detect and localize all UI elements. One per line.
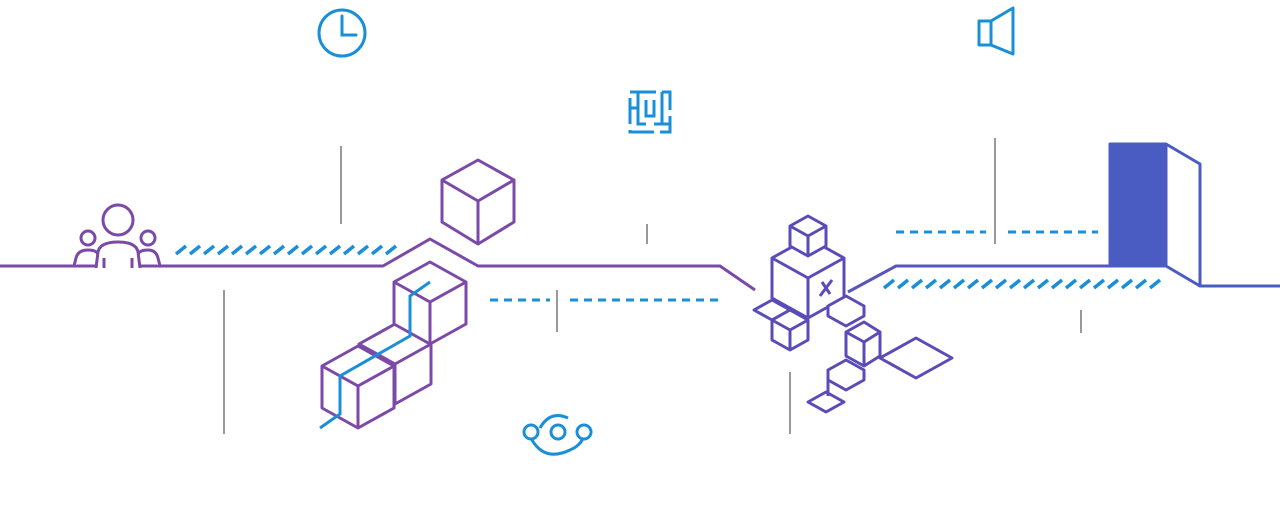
door-panel xyxy=(1164,142,1202,288)
baseline-path xyxy=(0,237,1280,294)
maze-icon[interactable] xyxy=(628,90,672,134)
door-icon[interactable] xyxy=(1108,142,1202,288)
vertical-guides xyxy=(223,138,1082,434)
hatch-stripe-left xyxy=(174,244,398,256)
connections-icon[interactable] xyxy=(522,414,593,456)
cube-icon xyxy=(440,158,516,246)
cube-stack-line xyxy=(319,280,431,430)
hatch-stripe-right xyxy=(882,278,1162,290)
baseline-segment-left xyxy=(0,237,756,292)
baseline-segment-right xyxy=(847,264,1110,294)
door-frame xyxy=(1108,142,1168,268)
robot-icon xyxy=(752,214,954,414)
dashed-lines xyxy=(490,230,1098,302)
speaker-icon[interactable] xyxy=(977,6,1015,56)
team-icon xyxy=(72,203,162,269)
clock-icon[interactable] xyxy=(317,8,367,58)
cube-stack xyxy=(320,260,468,430)
